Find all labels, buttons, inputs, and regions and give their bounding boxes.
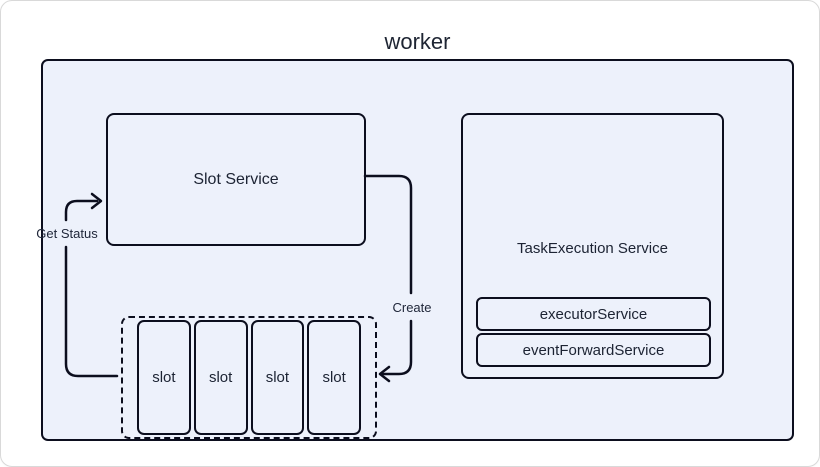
task-execution-service-label: TaskExecution Service xyxy=(517,240,668,257)
executor-service-node: executorService xyxy=(476,297,711,331)
slot-service-label: Slot Service xyxy=(193,170,279,188)
edge-label-get-status: Get Status xyxy=(36,226,98,241)
slot-label: slot xyxy=(208,369,233,386)
slot-label: slot xyxy=(152,369,176,386)
slot-label: slot xyxy=(322,369,346,386)
slot-label: slot xyxy=(265,369,290,386)
slot-pool-dashed-container: slot slot slot slot xyxy=(121,316,377,439)
event-forward-service-node: eventForwardService xyxy=(476,333,711,367)
event-forward-service-label: eventForwardService xyxy=(522,341,665,359)
slot-node: slot xyxy=(193,320,248,435)
worker-container-title: worker xyxy=(384,29,451,54)
edge-label-create: Create xyxy=(392,300,432,315)
slot-service-node: Slot Service xyxy=(106,113,366,246)
slot-node: slot xyxy=(137,320,191,435)
worker-container: Slot Service TaskExecution Service execu… xyxy=(41,59,794,441)
slot-node: slot xyxy=(250,320,305,435)
executor-service-label: executorService xyxy=(539,305,648,323)
slot-node: slot xyxy=(307,320,361,435)
task-execution-service-node: TaskExecution Service executorService ev… xyxy=(461,113,724,379)
